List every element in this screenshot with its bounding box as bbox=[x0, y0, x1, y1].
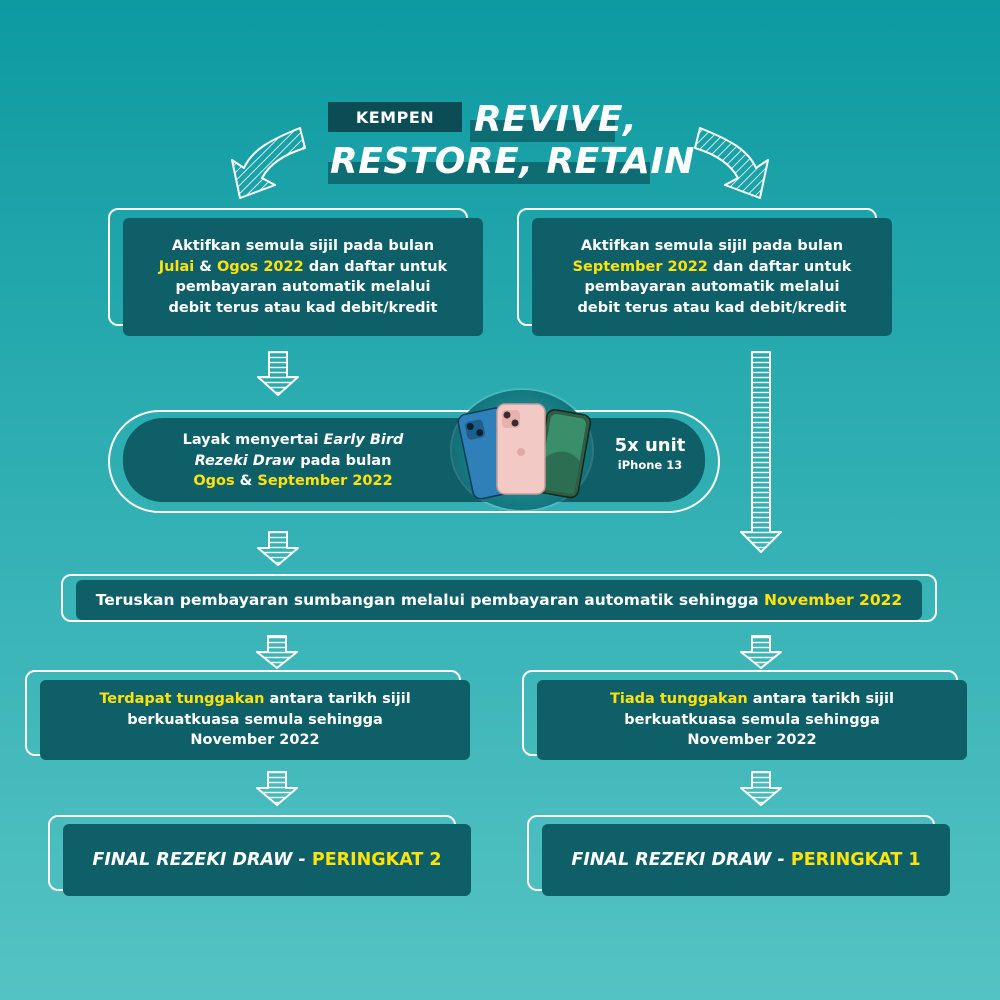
down-arrow-icon bbox=[256, 771, 298, 806]
early-bird-outline bbox=[108, 410, 720, 513]
text-line: FINAL REZEKI DRAW - PERINGKAT 2 bbox=[92, 850, 441, 870]
text-fragment: dan daftar untuk bbox=[707, 258, 852, 275]
highlight-month: Ogos bbox=[193, 473, 235, 490]
title-line-2: RESTORE, RETAIN bbox=[330, 141, 695, 182]
early-bird-pill bbox=[123, 418, 705, 502]
text-line: FINAL REZEKI DRAW - PERINGKAT 1 bbox=[571, 850, 920, 870]
text-fragment: Teruskan pembayaran sumbangan melalui pe… bbox=[95, 591, 765, 609]
final-draw-stage-1: FINAL REZEKI DRAW - PERINGKAT 1 bbox=[542, 824, 950, 896]
text-fragment: pada bulan bbox=[295, 452, 392, 469]
kempen-tag: KEMPEN bbox=[328, 102, 462, 132]
text-line: Layak menyertai Early Bird bbox=[183, 430, 404, 451]
highlight-month: September 2022 bbox=[257, 473, 393, 490]
text-fragment: FINAL REZEKI DRAW - bbox=[571, 850, 791, 870]
down-arrow-icon bbox=[740, 771, 782, 806]
text-line: September 2022 dan daftar untuk bbox=[573, 257, 852, 278]
early-bird-text: Layak menyertai Early Bird Rezeki Draw p… bbox=[150, 420, 436, 502]
highlight-stage: PERINGKAT 1 bbox=[790, 850, 921, 870]
highlight-text: Terdapat tunggakan bbox=[99, 691, 265, 708]
text-fragment: antara tarikh sijil bbox=[747, 691, 894, 708]
down-arrow-icon bbox=[740, 635, 782, 669]
curved-arrow-right-icon bbox=[694, 127, 769, 199]
text-fragment: Rezeki Draw bbox=[194, 452, 296, 469]
continue-payment-bar: Teruskan pembayaran sumbangan melalui pe… bbox=[76, 580, 922, 620]
text-line: Julai & Ogos 2022 dan daftar untuk bbox=[159, 257, 447, 278]
text-line: Teruskan pembayaran sumbangan melalui pe… bbox=[96, 591, 902, 609]
iphone-13-image bbox=[457, 403, 592, 500]
highlight-text: Tiada tunggakan bbox=[610, 691, 748, 708]
text-line: debit terus atau kad debit/kredit bbox=[168, 299, 438, 316]
reactivate-sep-box: Aktifkan semula sijil pada bulan Septemb… bbox=[532, 218, 892, 336]
down-arrow-icon bbox=[257, 351, 299, 396]
text-line: Tiada tunggakan antara tarikh sijil bbox=[610, 689, 894, 710]
text-line: debit terus atau kad debit/kredit bbox=[577, 299, 847, 316]
text-line: Rezeki Draw pada bulan bbox=[195, 451, 392, 472]
no-arrears-box: Tiada tunggakan antara tarikh sijil berk… bbox=[537, 680, 967, 760]
highlight-month: Ogos 2022 bbox=[216, 258, 304, 275]
highlight-stage: PERINGKAT 2 bbox=[311, 850, 442, 870]
curved-arrow-left-icon bbox=[231, 127, 306, 199]
prize-model: iPhone 13 bbox=[617, 458, 683, 472]
text-line: pembayaran automatik melalui bbox=[175, 279, 431, 295]
text-line: Terdapat tunggakan antara tarikh sijil bbox=[99, 689, 410, 710]
text-line: Ogos & September 2022 bbox=[193, 471, 392, 492]
text-line: pembayaran automatik melalui bbox=[584, 279, 840, 295]
prize-count: 5x unit bbox=[614, 435, 686, 456]
text-line: Aktifkan semula sijil pada bulan bbox=[171, 238, 435, 254]
final-draw-stage-2: FINAL REZEKI DRAW - PERINGKAT 2 bbox=[63, 824, 471, 896]
down-arrow-icon bbox=[257, 531, 299, 566]
text-fragment: Early Bird bbox=[323, 432, 404, 449]
text-line: berkuatkuasa semula sehingga bbox=[127, 711, 383, 728]
long-down-arrow-icon bbox=[740, 351, 782, 553]
title-line-1: REVIVE, bbox=[474, 99, 638, 140]
text-fragment: Layak menyertai bbox=[182, 432, 324, 449]
text-fragment: antara tarikh sijil bbox=[264, 691, 411, 708]
text-fragment: dan daftar untuk bbox=[303, 258, 448, 275]
reactivate-jul-aug-box: Aktifkan semula sijil pada bulan Julai &… bbox=[123, 218, 483, 336]
text-fragment: FINAL REZEKI DRAW - bbox=[92, 850, 312, 870]
arrears-box: Terdapat tunggakan antara tarikh sijil b… bbox=[40, 680, 470, 760]
title-band bbox=[470, 120, 615, 142]
down-arrow-icon bbox=[256, 635, 298, 669]
bar-outline bbox=[61, 574, 937, 622]
highlight-month: September 2022 bbox=[572, 258, 708, 275]
title-band bbox=[328, 162, 650, 184]
text-line: November 2022 bbox=[190, 732, 320, 749]
text-line: November 2022 bbox=[687, 732, 817, 749]
text-amp: & bbox=[194, 258, 217, 275]
text-line: berkuatkuasa semula sehingga bbox=[624, 711, 880, 728]
text-amp: & bbox=[234, 473, 258, 490]
highlight-month: Julai bbox=[158, 258, 195, 275]
text-line: Aktifkan semula sijil pada bulan bbox=[580, 238, 844, 254]
highlight-month: November 2022 bbox=[764, 591, 903, 609]
